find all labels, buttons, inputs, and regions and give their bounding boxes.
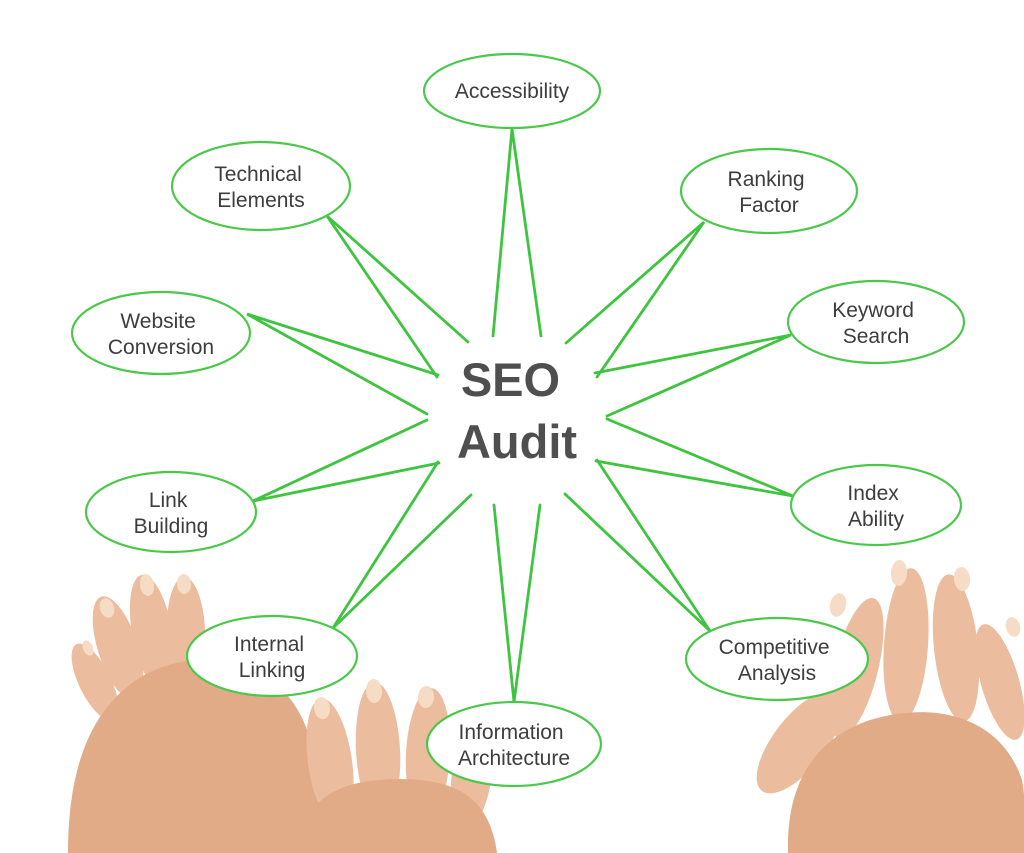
node-keyword-search-ellipse [786,279,966,365]
fingernail [82,640,94,656]
node-information-architecture: Information Architecture [425,700,603,788]
hand-center-image [298,679,497,853]
connector-index-ability [594,417,794,498]
node-website-conversion-ellipse [70,290,252,376]
node-link-building-label: Link Building [134,489,209,538]
hand-right-palm [787,712,1024,853]
hand-right-image [756,560,1024,853]
fingernail [890,560,908,586]
hand-right-finger [883,568,929,722]
fingernail [313,697,331,719]
node-index-ability-ellipse [789,463,963,547]
fingernail [139,574,155,596]
node-accessibility: Accessibility [422,52,602,130]
node-keyword-search-label: Keyword Search [832,299,920,348]
fingernail [953,567,971,591]
node-competitive-analysis: Competitive Analysis [684,616,870,702]
connector-ranking-factor [564,220,706,379]
hand-left-finger [129,574,175,690]
center-title-line2: Audit [457,415,577,468]
node-internal-linking-label: Internal Linking [234,633,310,682]
node-technical-elements-label: Technical Elements [214,163,307,212]
node-link-building: Link Building [84,470,258,554]
hand-right-pinky [975,624,1024,740]
node-competitive-analysis-label: Competitive Analysis [719,636,836,685]
hand-center-palm [298,779,497,853]
node-index-ability-label: Index Ability [847,482,904,531]
node-accessibility-label: Accessibility [455,80,570,103]
fingernail [99,598,115,618]
node-ranking-factor-label: Ranking Factor [728,168,811,217]
connector-competitive-analysis [563,458,712,633]
fingernail [829,593,847,617]
hand-right-finger [932,574,980,722]
connector-accessibility [491,128,543,338]
center-title-line1: SEO [461,353,560,406]
fingernail [417,686,435,708]
fingernail [365,679,383,703]
node-competitive-analysis-ellipse [684,616,870,702]
node-link-building-ellipse [84,470,258,554]
node-index-ability: Index Ability [789,463,963,547]
node-ranking-factor: Ranking Factor [679,147,859,235]
node-technical-elements: Technical Elements [170,140,352,232]
hand-left-palm [68,659,332,853]
connector-information-architecture [492,503,542,703]
connector-keyword-search [593,333,792,418]
node-keyword-search: Keyword Search [786,279,966,365]
node-information-architecture-ellipse [425,700,603,788]
hand-right-thumb [756,690,844,794]
fingernail [1005,617,1021,637]
connector-internal-linking [331,460,473,630]
node-accessibility-ellipse [422,52,602,130]
node-internal-linking-ellipse [185,614,359,698]
hand-left-image [68,574,332,853]
node-technical-elements-ellipse [170,140,352,232]
node-internal-linking: Internal Linking [185,614,359,698]
connector-link-building [252,418,441,503]
connector-website-conversion [246,312,440,416]
connector-technical-elements [325,214,470,379]
node-website-conversion-label: Website Conversion [108,310,214,359]
center-title: SEO Audit [457,353,577,468]
fingernail [176,574,192,594]
node-information-architecture-label: Information Architecture [458,721,570,770]
node-ranking-factor-ellipse [679,147,859,235]
hand-left-pinky [71,643,119,721]
hand-left-finger [92,596,144,700]
node-website-conversion: Website Conversion [70,290,252,376]
